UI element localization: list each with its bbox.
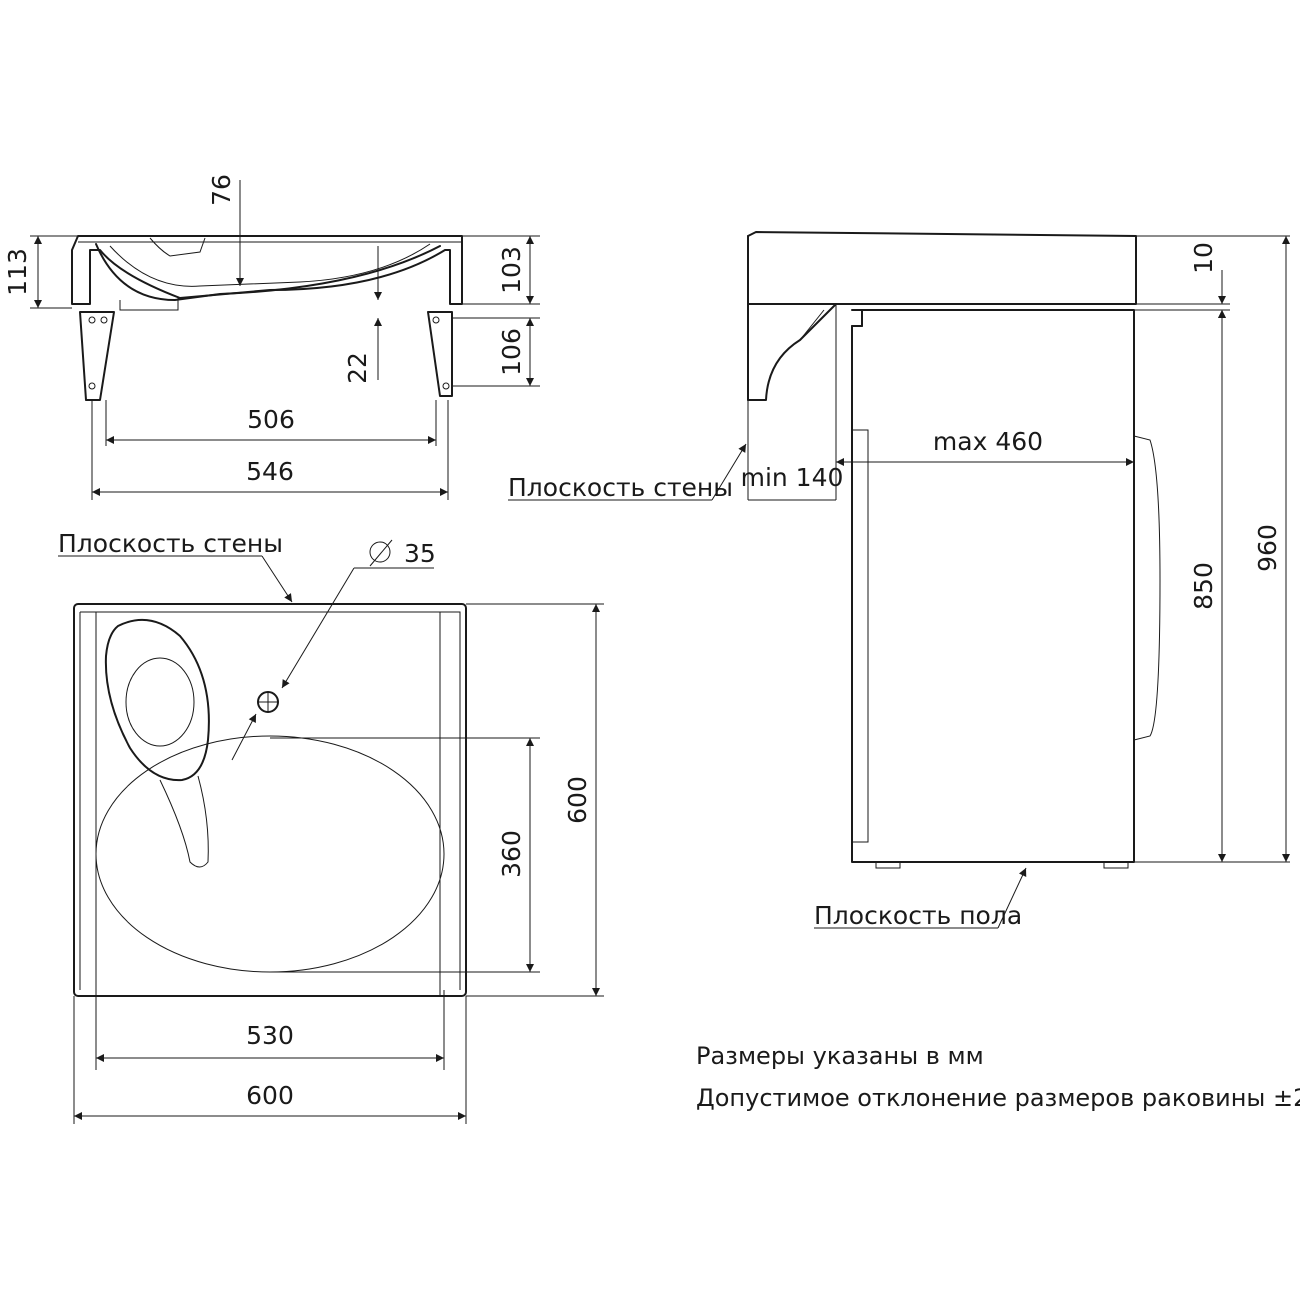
front-bowl-curve: [95, 243, 441, 301]
front-sink-outline: [71, 235, 463, 305]
notes: Размеры указаны в мм Допустимое отклонен…: [696, 1042, 1300, 1112]
dim-530: 530: [246, 1021, 294, 1050]
leader-line: [231, 713, 257, 761]
dim-960: 960: [1253, 524, 1282, 572]
dim-35: 35: [404, 539, 436, 568]
front-bracket-hole: [88, 382, 96, 390]
faucet: [104, 619, 210, 782]
plan-inner-edge: [79, 611, 461, 990]
note-tolerance: Допустимое отклонение размеров раковины …: [696, 1084, 1300, 1112]
machine-foot: [1103, 861, 1129, 869]
side-sink-top: [747, 231, 1137, 305]
front-bracket-hole: [442, 382, 450, 390]
front-drain: [119, 298, 179, 311]
front-view: 113 76 103 106 22 506 546: [3, 174, 540, 500]
side-bracket: [747, 303, 837, 401]
dim-546: 546: [246, 457, 294, 486]
plan-sink-outline: [73, 603, 467, 997]
leader-line: [997, 867, 1027, 929]
note-units: Размеры указаны в мм: [696, 1042, 984, 1070]
front-bracket-left: [79, 311, 115, 401]
dim-76: 76: [207, 174, 236, 206]
front-bracket-hole: [100, 316, 108, 324]
diameter-symbol: [369, 539, 393, 567]
side-bracket-line: [799, 309, 825, 341]
front-inner-curve-2: [149, 237, 206, 257]
dim-max-460: max 460: [933, 427, 1043, 456]
faucet-spout: [159, 775, 209, 868]
dim-106: 106: [497, 328, 526, 376]
washing-machine: [851, 309, 1135, 863]
leader-line: [711, 443, 747, 501]
side-view: 10 850 960 max 460 min 140 Плоскость сте…: [508, 231, 1290, 930]
label-wall-plane-plan: Плоскость стены: [58, 529, 283, 558]
label-floor-plane: Плоскость пола: [814, 901, 1022, 930]
dim-113: 113: [3, 248, 32, 296]
diameter-symbol: [369, 541, 391, 563]
dim-103: 103: [497, 246, 526, 294]
dim-850: 850: [1189, 562, 1218, 610]
machine-foot: [875, 861, 901, 869]
dim-10: 10: [1189, 242, 1218, 274]
label-wall-plane-side: Плоскость стены: [508, 473, 733, 502]
front-bracket-hole: [432, 316, 440, 324]
machine-back: [1133, 435, 1161, 741]
dim-600-width: 600: [246, 1081, 294, 1110]
plan-view: 35 Плоскость стены 600 360 530 600: [58, 529, 604, 1124]
front-bracket-right: [427, 311, 453, 397]
dim-360: 360: [497, 830, 526, 878]
dim-22: 22: [343, 352, 372, 384]
plan-bowl: [95, 735, 445, 973]
front-bowl-inner: [109, 243, 431, 287]
machine-door: [852, 429, 869, 843]
leader-line: [281, 567, 355, 689]
front-bracket-hole: [88, 316, 96, 324]
faucet-knob: [125, 657, 195, 747]
leader-line: [261, 555, 293, 603]
dim-min-140: min 140: [741, 463, 844, 492]
dim-600-depth: 600: [563, 776, 592, 824]
dim-506: 506: [247, 405, 295, 434]
